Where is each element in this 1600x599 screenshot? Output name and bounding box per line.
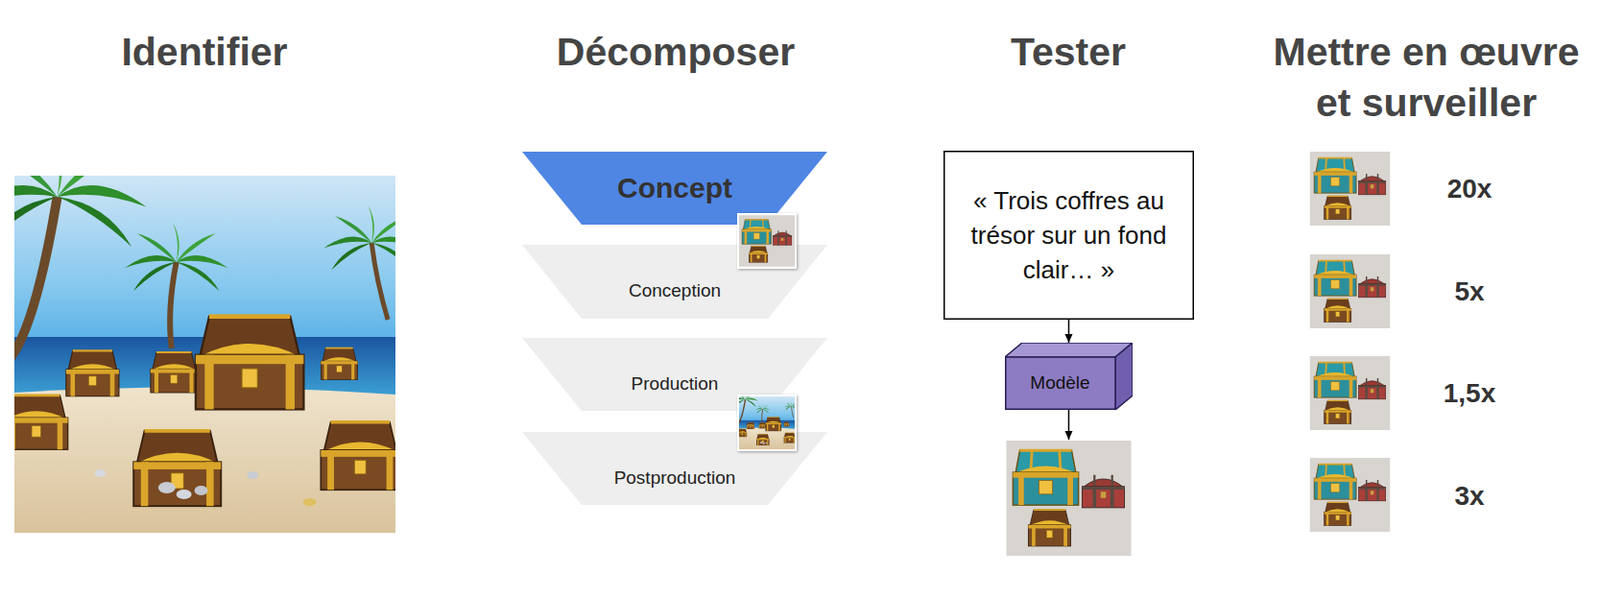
trapezoid-band [522,337,828,411]
node-text-area: Conception [522,263,828,319]
trapezoid-band [522,151,828,225]
cube-side [1115,342,1133,410]
variant-thumbnail [1310,151,1390,226]
node-text-area: « Trois coffres au trésor sur un fond cl… [943,150,1195,320]
output-arrow [1068,409,1071,440]
multiplier-label: 5x [1411,275,1528,309]
trapezoid-band [522,431,828,505]
node-text-area: Postproduction [522,451,828,505]
multiplier-label: 1,5x [1411,377,1528,410]
node-text-area: Modèle [1004,357,1116,410]
node-label: Production [631,373,719,396]
result-image [1006,440,1132,556]
flow-arrow [1068,319,1071,343]
funnel-thumbnail [732,389,799,452]
node-label: Modèle [1029,372,1090,395]
multiplier-label: 20x [1411,172,1528,206]
node-text-area: Production [522,357,828,411]
cube-front [1005,357,1116,409]
node-text-area: Concept [522,151,828,225]
node-label: « Trois coffres au trésor sur un fond cl… [962,183,1175,287]
model-cube: Modèle [1004,342,1133,410]
column-heading: Identifier [50,26,359,77]
prompt-box: « Trois coffres au trésor sur un fond cl… [943,150,1195,320]
variant-thumbnail [1310,254,1390,329]
node-label: Postproduction [614,467,737,490]
variant-thumbnail [1310,457,1390,532]
node-label: Conception [628,280,721,303]
funnel-stage: Conception [522,244,828,319]
node-label: Concept [617,170,733,206]
multiplier-label: 3x [1411,479,1528,513]
funnel-stage: Postproduction [522,431,828,505]
trapezoid-band [522,244,828,319]
cube-top [1004,342,1133,358]
funnel-thumbnail [737,213,797,269]
column-heading: Mettre en œuvre et surveiller [1263,26,1590,129]
funnel-stage-primary: Concept [522,151,828,225]
variant-thumbnail [1310,356,1390,430]
beach-illustration [0,128,420,534]
column-heading: Décomposer [502,26,849,77]
funnel-stage: Production [522,337,828,411]
column-heading: Tester [924,26,1213,77]
box-outline [944,151,1195,320]
